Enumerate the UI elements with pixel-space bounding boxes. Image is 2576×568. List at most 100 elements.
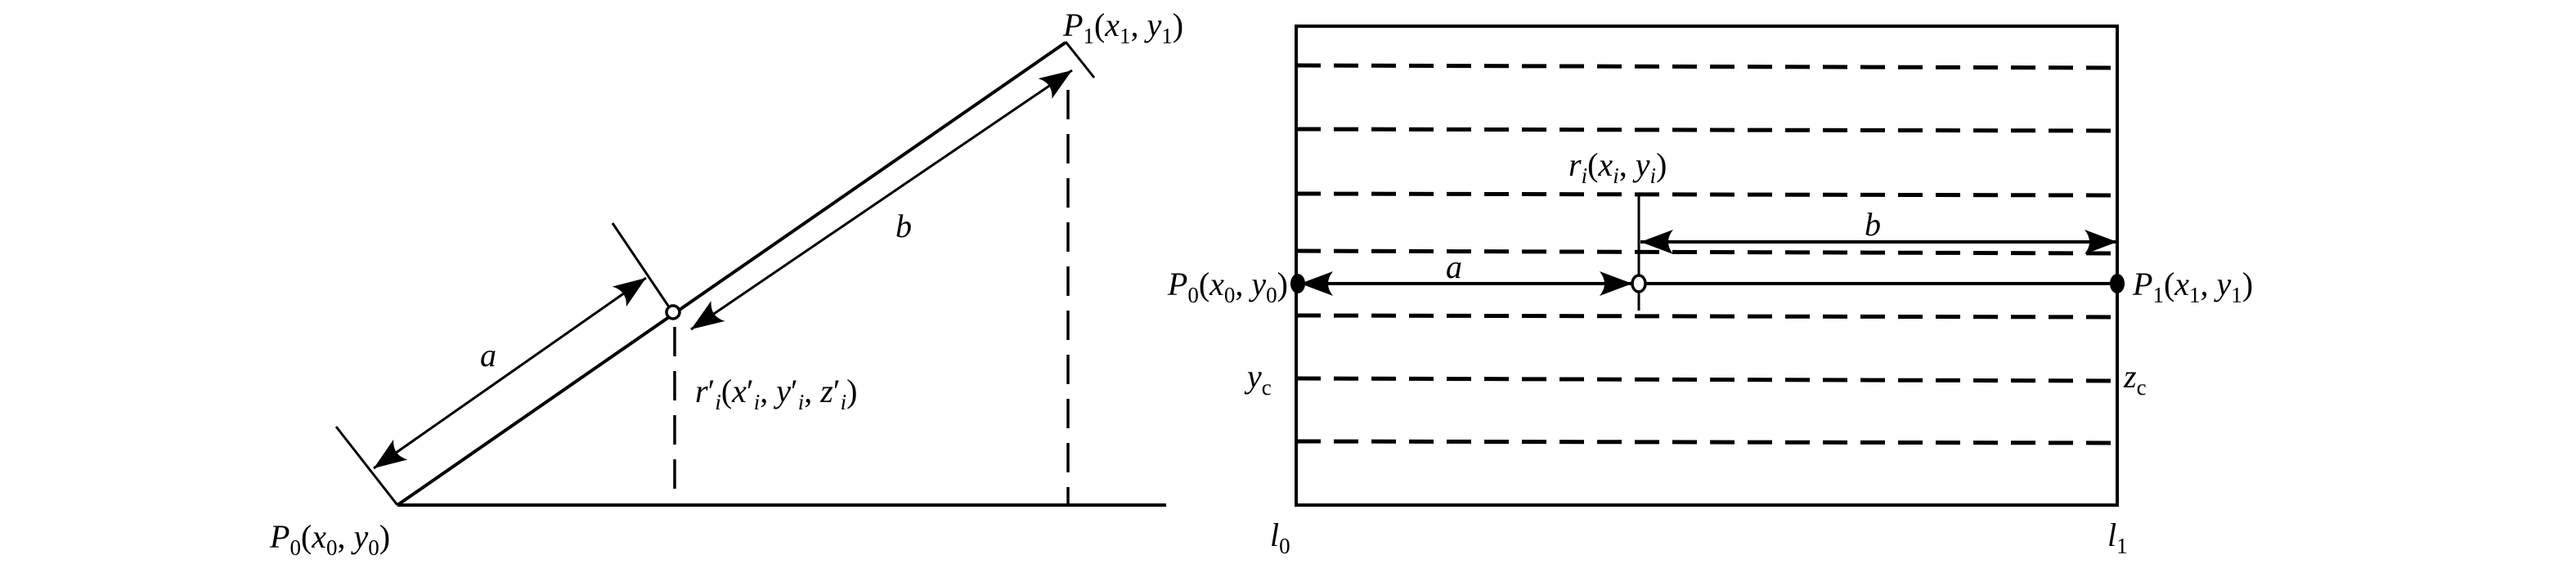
label-glyph: ) [379, 518, 390, 555]
label-glyph: ) [1656, 146, 1667, 183]
label-glyph: ( [301, 518, 312, 555]
label-subscript: c [1262, 375, 1272, 400]
label-glyph: y [1632, 146, 1650, 183]
dashed-line-4 [1295, 248, 2118, 256]
label-glyph: , [1131, 7, 1147, 43]
label-glyph: P [269, 518, 289, 555]
label-glyph: a [480, 337, 496, 373]
label-glyph: P [2132, 266, 2152, 302]
label-subscript: 0 [1279, 534, 1290, 558]
label-glyph: ( [2164, 266, 2174, 302]
label-glyph: ( [1587, 146, 1598, 183]
label-subscript: 1 [2152, 283, 2164, 307]
label-glyph: r [695, 373, 708, 409]
label-glyph: y [2214, 266, 2232, 302]
label-glyph: y [1144, 7, 1162, 43]
label-glyph: ′ [791, 373, 798, 409]
label-glyph: , [1235, 266, 1251, 302]
label-glyph: r [1568, 146, 1582, 183]
label-subscript: i [754, 390, 761, 414]
label-glyph: z [819, 373, 833, 409]
label-l0: l0 [1270, 517, 1290, 558]
dashed-line-5 [1295, 313, 2118, 320]
label-subscript: 0 [1187, 283, 1199, 307]
label-subscript: 0 [326, 535, 338, 560]
label-a: a [1446, 248, 1462, 285]
label-glyph: , [1619, 146, 1636, 183]
label-glyph: x [2174, 266, 2189, 302]
label-glyph: l [2107, 517, 2116, 553]
extension-tick-ri [611, 222, 675, 314]
label-p1: P1(x1, y1) [1062, 7, 1183, 48]
label-glyph: x [731, 373, 747, 409]
label-subscript: 1 [2116, 534, 2128, 558]
point-p1-marker [2110, 274, 2125, 293]
label-glyph: P [1062, 7, 1083, 43]
label-glyph: ) [846, 373, 857, 409]
label-glyph: , [2201, 266, 2217, 302]
label-glyph: ′ [708, 373, 716, 409]
dimension-arrow-a [373, 276, 647, 470]
point-p0-marker [1290, 274, 1305, 293]
label-subscript: i [1613, 163, 1619, 188]
label-subscript: i [715, 390, 721, 414]
label-subscript: i [841, 390, 847, 414]
label-glyph: b [895, 208, 912, 244]
label-ri-prime: r′i(x′i, y′i, z′i) [695, 373, 857, 414]
label-glyph: a [1446, 248, 1462, 285]
label-p0: P0(x0, y0) [269, 518, 390, 560]
label-yc: yc [1244, 358, 1272, 400]
label-glyph: , [760, 373, 776, 409]
label-subscript: c [2137, 375, 2147, 400]
dashed-line-3 [1295, 191, 2118, 198]
label-subscript: 0 [289, 535, 301, 560]
label-glyph: ) [1173, 7, 1183, 43]
left-panel: P1(x1, y1) b a r′i(x′i, y′i, z′i) P0(x0,… [269, 7, 1183, 560]
label-glyph: x [1104, 7, 1120, 43]
label-subscript: 1 [2189, 283, 2201, 307]
extension-tick-p1 [1064, 41, 1096, 78]
extension-tick-p0 [334, 426, 399, 506]
label-subscript: 0 [1266, 283, 1277, 307]
label-glyph: ( [1094, 7, 1105, 43]
label-subscript: i [798, 390, 805, 414]
label-glyph: x [1209, 266, 1224, 302]
label-b: b [895, 208, 912, 244]
dashed-line-6 [1295, 376, 2118, 383]
label-subscript: i [1582, 163, 1588, 188]
label-glyph: , [804, 373, 820, 409]
label-glyph: ( [1199, 266, 1209, 302]
label-glyph: x [1597, 146, 1613, 183]
main-segment-line [396, 41, 1067, 507]
label-subscript: 1 [1120, 24, 1131, 48]
label-glyph: P [1167, 266, 1187, 302]
label-subscript: i [1649, 163, 1656, 188]
label-subscript: 1 [2231, 283, 2242, 307]
label-ri: ri(xi, yi) [1568, 146, 1667, 188]
label-l1: l1 [2107, 517, 2128, 558]
label-glyph: ′ [833, 373, 841, 409]
label-p0: P0(x0, y0) [1167, 266, 1288, 307]
label-glyph: y [1244, 358, 1262, 395]
label-glyph: ) [1277, 266, 1288, 302]
label-glyph: ) [2242, 266, 2253, 302]
label-glyph: z [2123, 358, 2137, 395]
label-glyph: y [773, 373, 791, 409]
region-box [1295, 25, 2119, 507]
dashed-line-7 [1295, 439, 2118, 445]
label-subscript: 1 [1161, 24, 1173, 48]
label-a: a [480, 337, 496, 373]
label-glyph: y [1248, 266, 1266, 302]
label-p1: P1(x1, y1) [2132, 266, 2253, 307]
label-glyph: ′ [747, 373, 754, 409]
dimension-arrow-b [690, 69, 1073, 331]
point-ri-prime-marker [665, 304, 681, 320]
dashed-line-2 [1295, 127, 2118, 133]
label-subscript: 0 [1224, 283, 1236, 307]
label-subscript: 1 [1083, 24, 1094, 48]
label-glyph: y [351, 518, 369, 555]
label-glyph: b [1865, 206, 1881, 243]
right-panel: P0(x0, y0) P1(x1, y1) ri(xi, yi) a b yc … [1167, 25, 2253, 558]
label-b: b [1865, 206, 1881, 243]
